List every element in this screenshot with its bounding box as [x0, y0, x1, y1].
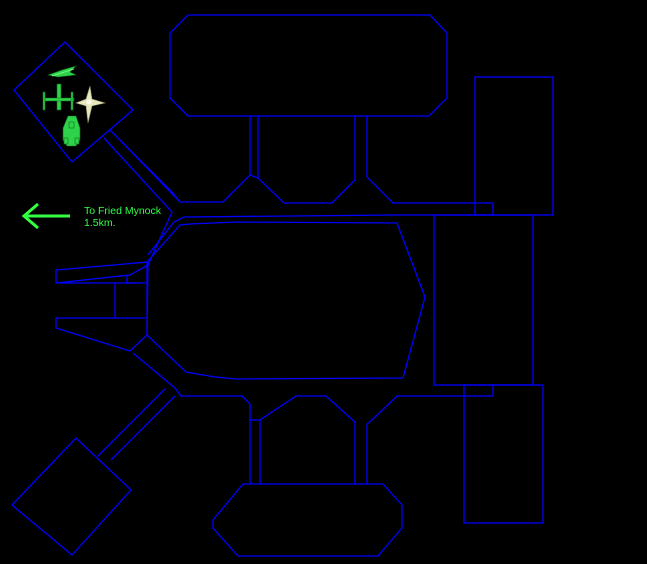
north-corridor-left — [119, 116, 251, 203]
east-connector-south — [371, 385, 494, 421]
star-fighter-icon — [75, 85, 107, 124]
southwest-diagonal-corridor — [97, 388, 166, 457]
walker-icon — [62, 115, 81, 147]
south-corridor-mid — [259, 395, 356, 484]
north-corridor-left-inner — [257, 116, 356, 204]
destination-name: To Fried Mynock — [84, 205, 162, 217]
central-hall — [146, 221, 426, 380]
destination-distance: 1.5km. — [84, 217, 116, 229]
northwest-diagonal-corridor — [109, 129, 181, 203]
west-docking-arm — [55, 261, 149, 352]
southwest-diagonal-corridor-2 — [110, 395, 176, 461]
north-hangar-room — [169, 14, 448, 117]
legend-panel — [13, 41, 134, 163]
southwest-room — [11, 437, 132, 556]
fighter-icon — [46, 65, 78, 78]
central-outer-west — [147, 214, 493, 256]
east-upper-room — [474, 76, 554, 216]
north-corridor-divider — [249, 174, 259, 179]
central-outer-south — [132, 352, 251, 405]
north-corridor-right — [366, 116, 494, 215]
destination-label: To Fried Mynock 1.5km. — [84, 205, 161, 229]
left-arrow-icon — [21, 202, 70, 230]
x-wing-icon — [42, 83, 75, 111]
east-middle-room — [433, 214, 534, 386]
south-corridor-right — [366, 419, 373, 484]
south-hangar-room — [212, 483, 403, 557]
east-lower-room — [463, 384, 544, 524]
